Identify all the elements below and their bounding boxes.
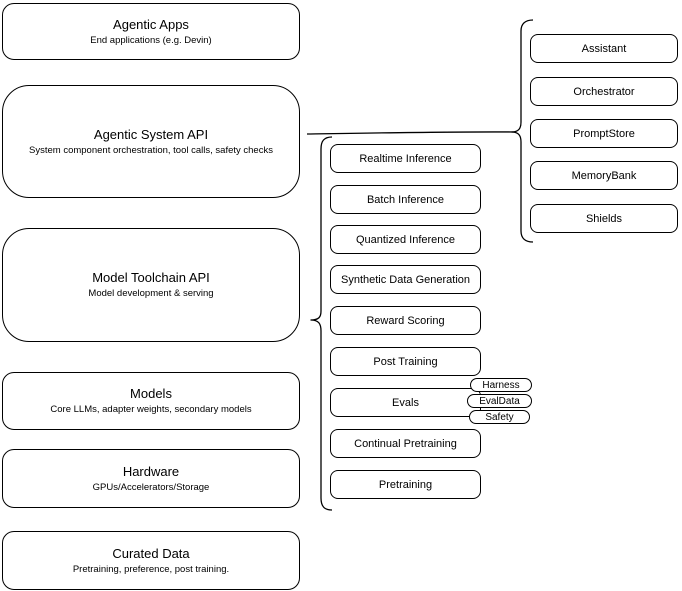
api-to-system-components-connector [306,131,515,135]
node-shields: Shields [530,204,678,233]
node-title: Curated Data [112,545,190,561]
node-label: Evals [392,396,419,409]
node-evals: Evals [330,388,481,417]
node-label: Pretraining [378,478,433,491]
node-batch-inference: Batch Inference [330,185,481,214]
node-label: PromptStore [573,127,635,140]
node-label: Continual Pretraining [354,437,457,450]
node-label: Realtime Inference [359,152,452,165]
node-title: Agentic Apps [113,16,189,32]
node-pretraining: Pretraining [330,470,481,499]
node-subtitle: Core LLMs, adapter weights, secondary mo… [50,404,252,415]
eval-pill-safety: Safety [469,410,530,424]
node-orchestrator: Orchestrator [530,77,678,106]
pill-label: Safety [485,411,514,423]
node-post-training: Post Training [330,347,481,376]
node-curated-data: Curated Data Pretraining, preference, po… [2,531,300,590]
node-subtitle: End applications (e.g. Devin) [90,34,212,46]
node-title: Model Toolchain API [92,270,210,285]
node-label: Synthetic Data Generation [340,273,471,286]
node-subtitle: GPUs/Accelerators/Storage [92,481,210,493]
node-subtitle: Model development & serving [88,288,214,299]
node-label: MemoryBank [571,169,637,182]
node-memorybank: MemoryBank [530,161,678,190]
node-subtitle: Pretraining, preference, post training. [72,563,230,575]
node-quantized-inference: Quantized Inference [330,225,481,254]
pill-label: Harness [482,379,520,391]
node-promptstore: PromptStore [530,119,678,148]
node-label: Orchestrator [573,85,635,98]
node-hardware: Hardware GPUs/Accelerators/Storage [2,449,300,508]
node-title: Models [130,386,172,401]
eval-pill-harness: Harness [470,378,532,392]
node-label: Shields [585,212,623,225]
node-synthetic-data-generation: Synthetic Data Generation [330,265,481,294]
node-label: Batch Inference [366,193,445,206]
node-label: Assistant [581,42,627,55]
node-models: Models Core LLMs, adapter weights, secon… [2,372,300,430]
node-realtime-inference: Realtime Inference [330,144,481,173]
node-model-toolchain-api: Model Toolchain API Model development & … [2,228,300,342]
eval-pill-evaldata: EvalData [467,394,532,408]
pill-label: EvalData [479,395,520,407]
node-subtitle: System component orchestration, tool cal… [29,144,273,156]
node-title: Hardware [122,463,180,479]
node-assistant: Assistant [530,34,678,63]
node-continual-pretraining: Continual Pretraining [330,429,481,458]
node-agentic-apps: Agentic Apps End applications (e.g. Devi… [2,3,300,60]
toolchain-group-brace [310,136,333,511]
node-label: Quantized Inference [355,233,456,246]
node-label: Reward Scoring [366,314,445,327]
node-title: Agentic System API [93,126,209,142]
node-reward-scoring: Reward Scoring [330,306,481,335]
node-agentic-system-api: Agentic System API System component orch… [2,85,300,198]
node-label: Post Training [373,355,438,368]
